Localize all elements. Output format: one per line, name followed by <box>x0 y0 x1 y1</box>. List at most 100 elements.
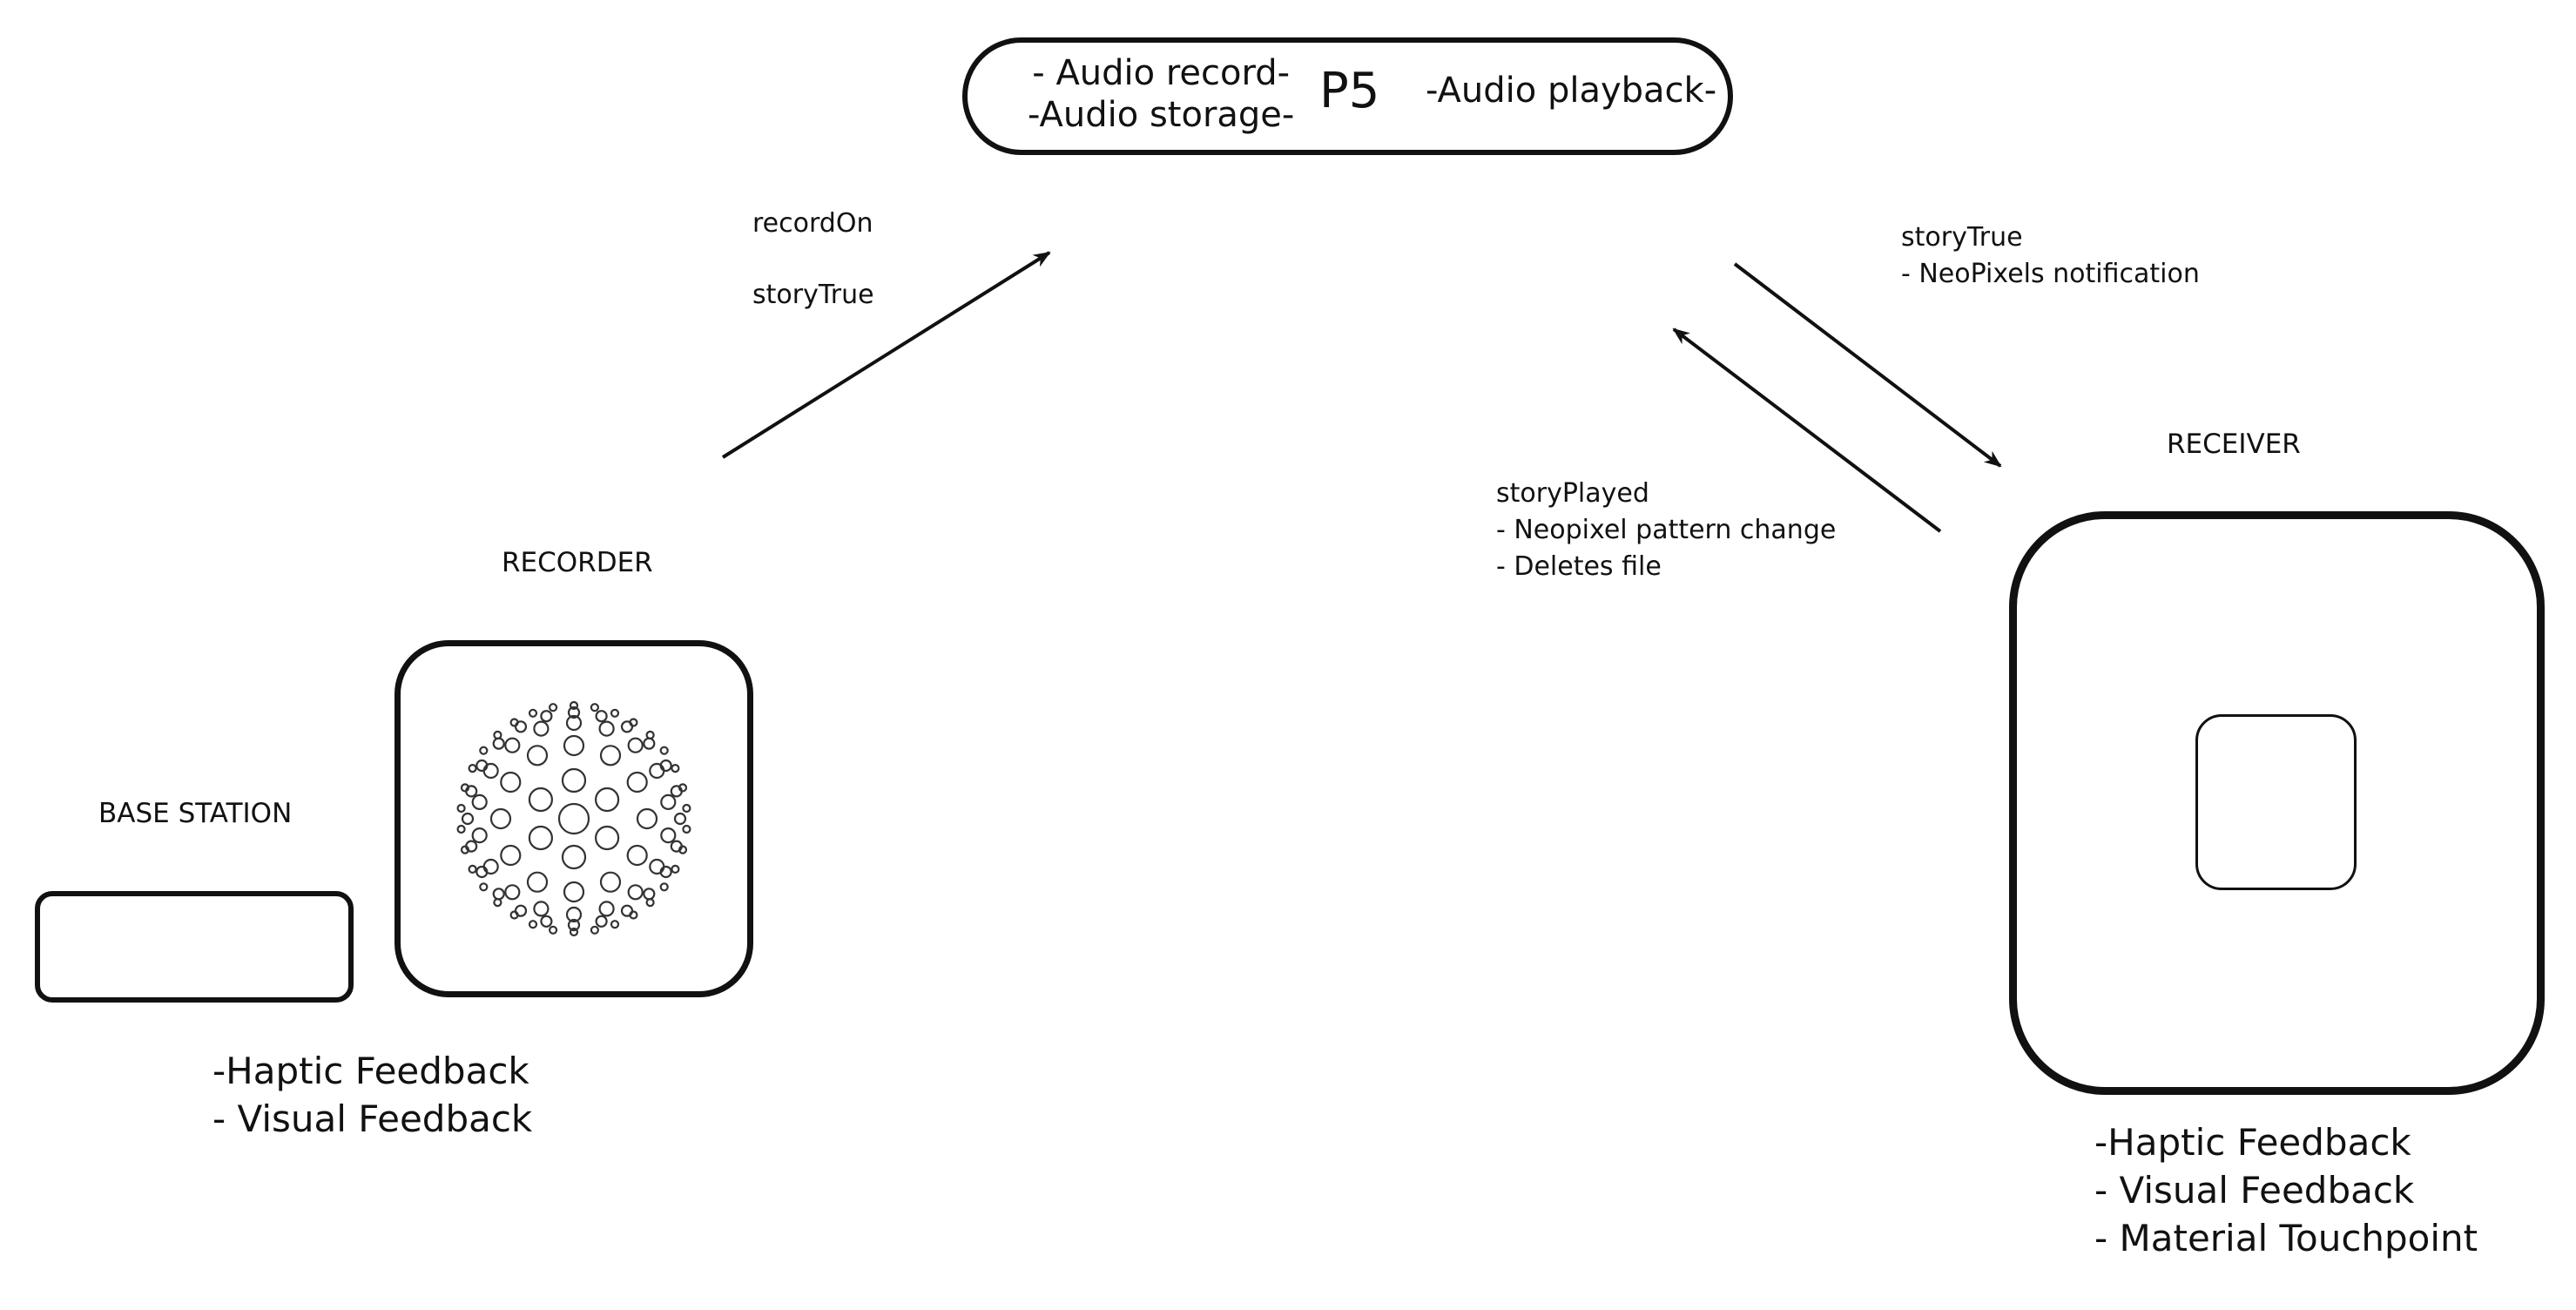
speaker-hole <box>671 763 680 773</box>
recorder-visual-feedback: - Visual Feedback <box>212 1097 533 1140</box>
speaker-hole <box>626 844 648 867</box>
speaker-hole <box>533 720 550 737</box>
label-story-played: storyPlayed <box>1496 478 1649 509</box>
speaker-hole <box>526 745 549 766</box>
speaker-hole <box>504 737 521 753</box>
p5-audio-playback: -Audio playback- <box>1426 71 1717 111</box>
label-deletes-file: - Deletes file <box>1496 551 1662 582</box>
speaker-hole <box>610 920 620 929</box>
speaker-hole <box>659 865 672 879</box>
p5-to-receiver-arrow <box>1733 262 2002 468</box>
speaker-hole <box>565 906 583 923</box>
speaker-hole <box>590 925 600 935</box>
speaker-hole <box>643 737 656 750</box>
p5-left-lines: - Audio record- -Audio storage- <box>1028 52 1294 136</box>
label-neopixels-notification: - NeoPixels notification <box>1901 259 2200 289</box>
speaker-hole <box>610 708 620 718</box>
speaker-hole <box>492 888 505 901</box>
speaker-hole <box>528 920 538 929</box>
speaker-hole <box>565 714 583 732</box>
speaker-hole <box>509 718 519 727</box>
label-story-true-receiver: storyTrue <box>1901 222 2023 253</box>
p5-node <box>962 37 1733 155</box>
speaker-hole <box>528 708 538 718</box>
speaker-hole <box>643 888 656 901</box>
speaker-hole <box>636 807 658 830</box>
label-story-true-recorder: storyTrue <box>752 280 874 310</box>
receiver-back-labels: storyPlayed - Neopixel pattern change - … <box>1496 476 1836 585</box>
speaker-hole <box>569 700 579 711</box>
recorder-label: RECORDER <box>502 547 653 578</box>
speaker-hole <box>627 884 644 901</box>
speaker-hole <box>500 844 522 867</box>
speaker-hole <box>569 927 579 937</box>
speaker-hole <box>590 703 600 712</box>
speaker-hole <box>598 901 615 917</box>
speaker-hole <box>528 825 554 851</box>
speaker-hole <box>479 882 489 892</box>
material-touchpoint <box>2195 714 2357 890</box>
receiver-visual-feedback: - Visual Feedback <box>2094 1169 2415 1212</box>
p5-audio-storage: -Audio storage- <box>1028 95 1295 135</box>
speaker-hole <box>567 918 581 932</box>
speaker-hole <box>460 783 470 793</box>
speaker-hole <box>482 858 499 875</box>
speaker-hole <box>548 703 558 712</box>
speaker-hole <box>594 787 620 813</box>
receiver-material-touchpoint: - Material Touchpoint <box>2094 1217 2478 1259</box>
speaker-hole <box>479 746 489 755</box>
speaker-hole <box>489 807 512 830</box>
speaker-hole <box>678 845 688 854</box>
speaker-hole <box>659 746 669 755</box>
speaker-hole <box>500 771 522 793</box>
speaker-hole <box>682 824 691 834</box>
receiver-haptic-feedback: -Haptic Feedback <box>2094 1121 2411 1164</box>
speaker-hole <box>645 897 655 908</box>
speaker-hole <box>629 910 638 920</box>
speaker-hole <box>563 734 585 757</box>
speaker-hole <box>671 864 680 874</box>
speaker-hole <box>649 858 665 875</box>
speaker-hole <box>456 824 466 834</box>
speaker-hole <box>645 730 655 740</box>
speaker-hole <box>456 803 466 814</box>
speaker-hole <box>626 771 648 793</box>
label-record-on: recordOn <box>752 208 873 239</box>
speaker-hole <box>598 720 615 737</box>
speaker-hole <box>660 827 677 844</box>
label-neopixel-pattern-change: - Neopixel pattern change <box>1496 515 1837 545</box>
speaker-hole <box>468 763 477 773</box>
speaker-hole <box>471 793 488 811</box>
recorder-to-p5-arrow <box>721 251 1051 459</box>
speaker-hole <box>548 925 558 935</box>
speaker-hole <box>533 901 550 917</box>
speaker-hole <box>594 825 620 851</box>
speaker-hole <box>540 710 553 723</box>
p5-title: P5 <box>1319 63 1380 119</box>
speaker-hole <box>482 762 499 780</box>
speaker-hole <box>493 897 502 908</box>
receiver-label: RECEIVER <box>2167 429 2301 460</box>
receiver-out-labels: storyTrue - NeoPixels notification <box>1901 219 2200 293</box>
speaker-hole <box>526 871 549 893</box>
speaker-hole <box>557 802 590 835</box>
speaker-hole <box>682 803 691 814</box>
speaker-hole <box>492 737 505 750</box>
recorder-device <box>394 640 753 997</box>
speaker-hole <box>649 762 665 780</box>
speaker-hole <box>678 783 688 793</box>
speaker-hole <box>673 812 687 826</box>
base-station-device <box>35 891 354 1003</box>
speaker-hole <box>540 915 553 928</box>
receiver-to-p5-arrow <box>1672 328 1942 533</box>
speaker-hole <box>659 759 672 773</box>
receiver-features: -Haptic Feedback - Visual Feedback - Mat… <box>2094 1118 2478 1262</box>
speaker-hole <box>595 915 608 928</box>
p5-audio-record: - Audio record- <box>1032 53 1291 93</box>
speaker-hole <box>595 710 608 723</box>
speaker-hole <box>629 718 638 727</box>
speaker-hole <box>563 881 585 903</box>
speaker-hole <box>493 730 502 740</box>
speaker-hole <box>599 871 622 893</box>
